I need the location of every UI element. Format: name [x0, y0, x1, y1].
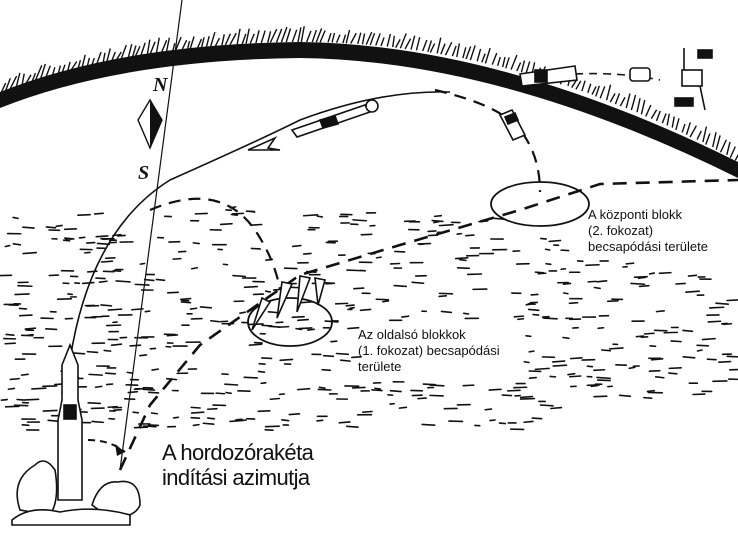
ground-track: [118, 178, 738, 471]
side-blocks-label-line-1: Az oldalsó blokkok: [358, 327, 466, 342]
side-blocks-label-line-2: (1. fokozat) becsapódási: [358, 343, 500, 358]
central-block-label-line-2: (2. fokozat): [588, 223, 654, 238]
central-block-label-line-1: A központi blokk: [588, 207, 682, 222]
side-blocks-impact-area: [247, 297, 333, 347]
central-block-fall-path: [434, 88, 542, 193]
central-block-icon: [498, 108, 527, 142]
ascent-trajectory: [69, 91, 451, 361]
central-block-impact-area: [490, 181, 590, 227]
escape-tower-icon: [247, 136, 281, 151]
side-blocks-label-line-3: területe: [358, 359, 402, 374]
azimuth-label-line-2: indítási azimutja: [162, 465, 310, 490]
spacecraft-icon: [519, 65, 578, 87]
orbit-trajectory: [574, 72, 661, 81]
azimuth-label-line-1: A hordozórakéta: [162, 440, 314, 465]
central-block-label: A központi blokk (2. fokozat) becsapódás…: [588, 207, 708, 255]
azimuth-label: A hordozórakéta indítási azimutja: [162, 440, 314, 490]
azimuth-arrow-icon: [115, 444, 125, 456]
azimuth-line: [119, 0, 183, 471]
earth-horizon: [0, 0, 738, 178]
compass-south-label: S: [138, 162, 150, 184]
central-block-label-line-3: becsapódási területe: [588, 239, 708, 254]
launch-rocket-icon: [57, 342, 83, 501]
side-blocks-label: Az oldalsó blokkok (1. fokozat) becsapód…: [358, 327, 500, 375]
orbital-module-icon: [629, 67, 651, 82]
side-blocks-icon: [251, 275, 327, 331]
compass-north-label: N: [153, 74, 168, 96]
launch-smoke: [11, 460, 141, 526]
compass-needle-icon: [137, 98, 163, 150]
second-stage-icon: [290, 99, 379, 138]
side-blocks-fall-path: [149, 197, 282, 291]
satellite-icon: [674, 48, 713, 111]
